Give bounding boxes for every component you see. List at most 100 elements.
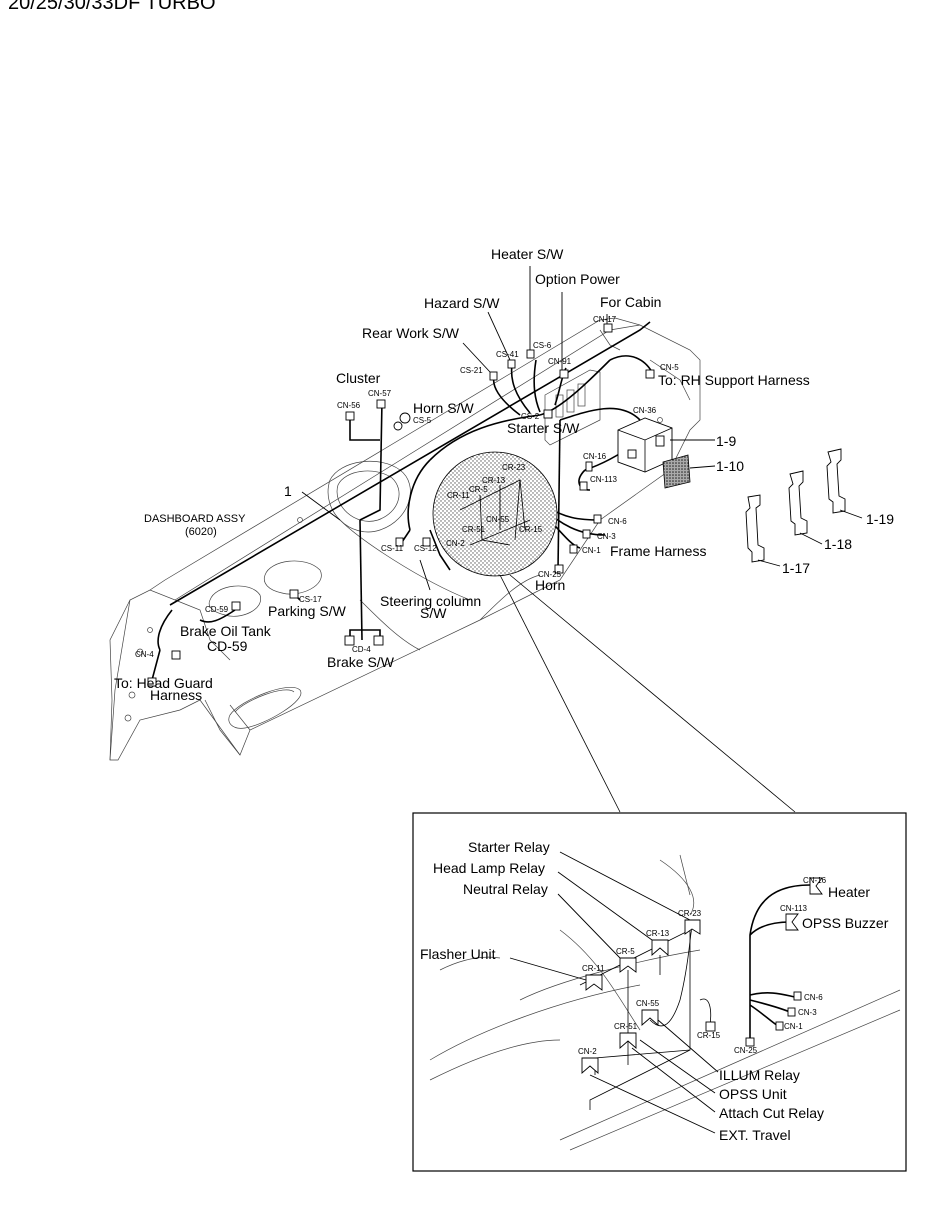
- cr-13-label: CR-13: [482, 476, 506, 485]
- main-leaders: [301, 266, 863, 591]
- label-horn-sw: Horn S/W: [413, 400, 474, 416]
- label-1-17: 1-17: [782, 560, 810, 576]
- cn-17-label: CN-17: [593, 315, 617, 324]
- detail-background: [429, 854, 901, 1151]
- label-dashboard-code: (6020): [185, 526, 217, 538]
- label-1-9: 1-9: [716, 433, 736, 449]
- detail-cr-15-label: CR-15: [697, 1031, 721, 1040]
- cn-91-label: CN-91: [548, 357, 572, 366]
- cs-41-label: CS-41: [496, 350, 519, 359]
- cs-11-label: CS-11: [381, 544, 404, 553]
- cs-17-label: CS-17: [299, 595, 322, 604]
- label-to-head-guard: To: Head Guard: [114, 675, 213, 691]
- label-head-lamp-relay: Head Lamp Relay: [433, 860, 545, 876]
- label-opss-buzzer: OPSS Buzzer: [802, 915, 889, 931]
- cr-15-label: CR-15: [519, 525, 543, 534]
- cn-4-label: CN-4: [135, 650, 154, 659]
- label-neutral-relay: Neutral Relay: [463, 881, 548, 897]
- label-1-19: 1-19: [866, 511, 894, 527]
- detail-cn-16-label: CN-16: [803, 876, 827, 885]
- label-opss-unit: OPSS Unit: [719, 1086, 787, 1102]
- label-starter-sw: Starter S/W: [507, 420, 580, 436]
- part-1-10-shape: [662, 454, 691, 489]
- detail-cr-11-label: CR-11: [582, 964, 605, 973]
- label-brake-sw: Brake S/W: [327, 654, 395, 670]
- label-ext-travel: EXT. Travel: [719, 1127, 791, 1143]
- cn-57-label: CN-57: [368, 389, 392, 398]
- cd-59-label: CD-59: [205, 605, 229, 614]
- detail-cn-25-label: CN-25: [734, 1046, 758, 1055]
- cs-6-label: CS-6: [533, 341, 552, 350]
- label-illum-relay: ILLUM Relay: [719, 1067, 800, 1083]
- cr-11-label: CR-11: [447, 491, 470, 500]
- cn-1-label: CN-1: [582, 546, 601, 555]
- label-parking-sw: Parking S/W: [268, 603, 347, 619]
- label-hazard-sw: Hazard S/W: [424, 295, 500, 311]
- detail-cn-2-label: CN-2: [578, 1047, 597, 1056]
- detail-cn-113-label: CN-113: [780, 904, 808, 913]
- label-heater: Heater: [828, 884, 870, 900]
- detail-cr-51-label: CR-51: [614, 1022, 638, 1031]
- cn-55-label: CN-55: [486, 515, 510, 524]
- cs-21-label: CS-21: [460, 366, 483, 375]
- label-heater-sw: Heater S/W: [491, 246, 564, 262]
- zoom-leader-right: [509, 574, 796, 813]
- cn-25-label: CN-25: [538, 570, 562, 579]
- detail-cn-1-label: CN-1: [784, 1022, 803, 1031]
- header-title: 20/25/30/33DF TURBO: [8, 0, 216, 14]
- detail-leaders: [509, 851, 719, 1134]
- label-cluster: Cluster: [336, 370, 381, 386]
- cs-12-label: CS-12: [414, 544, 437, 553]
- label-brake-oil-tank: Brake Oil Tank: [180, 623, 272, 639]
- detail-cn-6-label: CN-6: [804, 993, 823, 1002]
- zoom-region: [432, 451, 558, 577]
- label-1-18: 1-18: [824, 536, 852, 552]
- cr-51-label: CR-51: [462, 525, 486, 534]
- cr-23-label: CR-23: [502, 463, 526, 472]
- cn-16-label: CN-16: [583, 452, 607, 461]
- main-connectors: [147, 323, 655, 687]
- label-attach-cut-relay: Attach Cut Relay: [719, 1105, 824, 1121]
- label-horn: Horn: [535, 577, 565, 593]
- cn-5-label: CN-5: [660, 363, 679, 372]
- bracket-1-17: [745, 494, 765, 563]
- bracket-1-18: [788, 470, 808, 536]
- zoom-inner-wires: [459, 479, 531, 546]
- detail-cn-55-label: CN-55: [636, 999, 660, 1008]
- label-cd59-big: CD-59: [207, 638, 248, 654]
- label-for-cabin: For Cabin: [600, 294, 661, 310]
- cd-4-label: CD-4: [352, 645, 371, 654]
- label-to-rh-support: To: RH Support Harness: [658, 372, 810, 388]
- cn-36-label: CN-36: [633, 406, 657, 415]
- detail-cr-5-label: CR-5: [616, 947, 635, 956]
- cr-5-label: CR-5: [469, 485, 488, 494]
- bracket-1-19: [826, 448, 846, 514]
- label-1-10: 1-10: [716, 458, 744, 474]
- dashboard-body: [109, 317, 701, 761]
- label-rear-work-sw: Rear Work S/W: [362, 325, 460, 341]
- detail-cr-23-label: CR-23: [678, 909, 702, 918]
- cn-3-label: CN-3: [597, 532, 616, 541]
- detail-cr-13-label: CR-13: [646, 929, 670, 938]
- label-harness: Harness: [150, 687, 202, 703]
- cn-56-label: CN-56: [337, 401, 361, 410]
- label-part-1: 1: [284, 483, 292, 499]
- detail-inset-box: [412, 812, 907, 1172]
- cs-2-label: CS-2: [521, 412, 540, 421]
- label-frame-harness: Frame Harness: [610, 543, 706, 559]
- cn-2-label: CN-2: [446, 539, 465, 548]
- label-starter-relay: Starter Relay: [468, 839, 550, 855]
- cs-5-label: CS-5: [413, 416, 432, 425]
- label-steering-sw: S/W: [420, 605, 447, 621]
- label-option-power: Option Power: [535, 271, 620, 287]
- zoom-leader-left: [499, 574, 621, 813]
- label-dashboard-assy: DASHBOARD ASSY: [144, 513, 246, 525]
- cn-6-label: CN-6: [608, 517, 627, 526]
- label-steering-column: Steering column: [380, 593, 481, 609]
- cn-113-label: CN-113: [590, 475, 618, 484]
- detail-connectors: [581, 877, 823, 1074]
- detail-cn-3-label: CN-3: [798, 1008, 817, 1017]
- label-flasher-unit: Flasher Unit: [420, 946, 496, 962]
